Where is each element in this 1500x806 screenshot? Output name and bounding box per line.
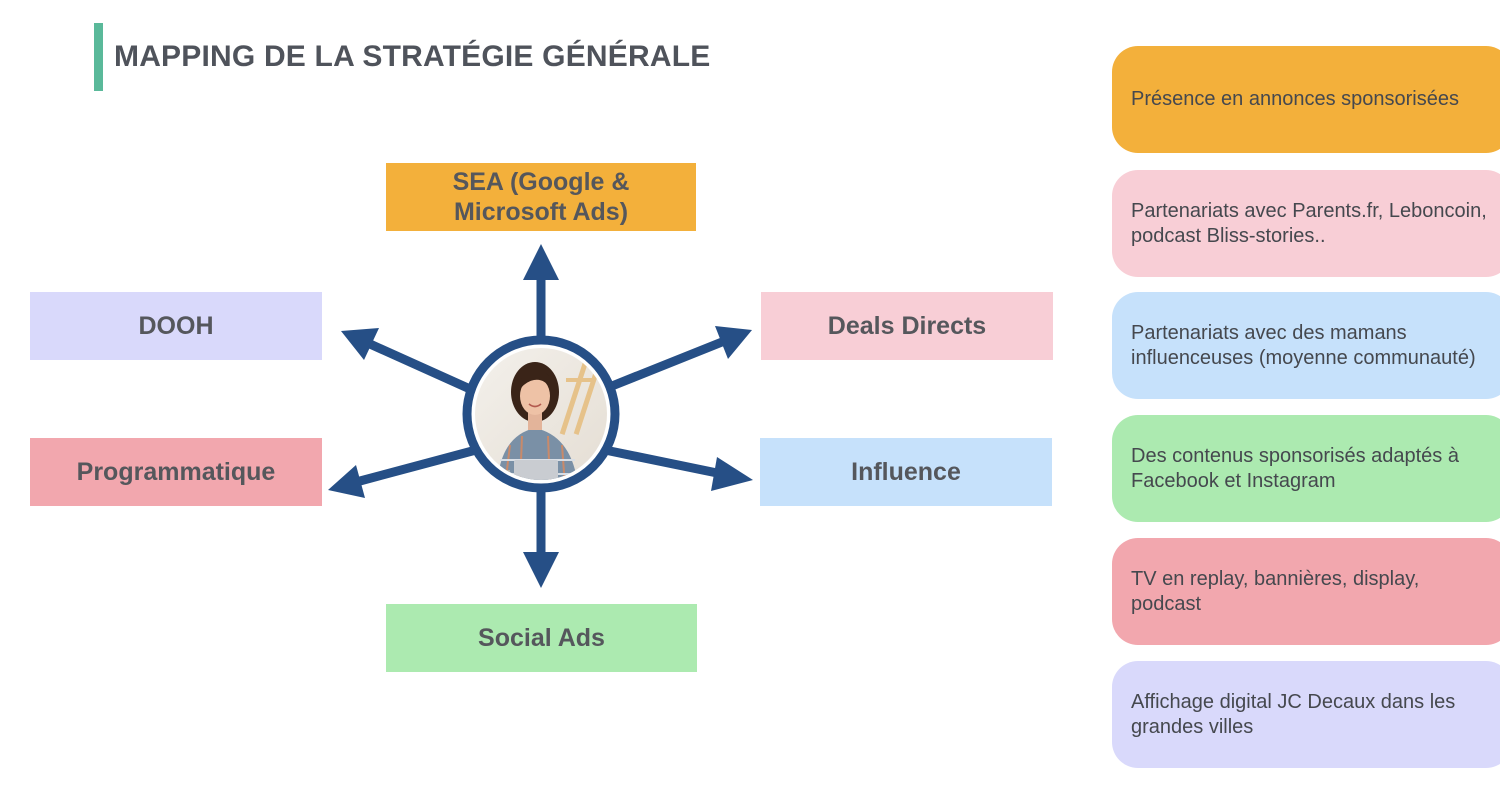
node-programmatique-label: Programmatique: [76, 458, 276, 486]
arrow-upper-left: [341, 328, 472, 394]
card-text: TV en replay, bannières, display, podcas…: [1131, 567, 1420, 615]
arrows: [328, 244, 753, 588]
card-text: Des contenus sponsorisés adaptés à Faceb…: [1131, 444, 1459, 492]
page-title: MAPPING DE LA STRATÉGIE GÉNÉRALE: [114, 40, 711, 73]
card-text: Partenariats avec des mamans influenceus…: [1131, 321, 1476, 369]
card-social-description: Des contenus sponsorisés adaptés à Faceb…: [1112, 415, 1500, 522]
card-text: Présence en annonces sponsorisées: [1131, 88, 1459, 110]
card-programmatic-description: TV en replay, bannières, display, podcas…: [1112, 538, 1500, 645]
arrow-lower-left: [328, 445, 478, 498]
card-dooh-description: Affichage digital JC Decaux dans les gra…: [1112, 661, 1500, 768]
node-dooh: DOOH: [30, 292, 322, 360]
node-influence: Influence: [760, 438, 1052, 506]
arrow-lower-right: [604, 445, 753, 491]
avatar: [462, 335, 620, 493]
card-text: Affichage digital JC Decaux dans les gra…: [1131, 690, 1456, 738]
arrow-up: [523, 244, 559, 338]
arrow-upper-right: [610, 326, 752, 391]
node-social-ads: Social Ads: [386, 604, 697, 672]
node-dooh-label: DOOH: [138, 312, 214, 340]
node-social-ads-label: Social Ads: [478, 624, 605, 652]
node-programmatique: Programmatique: [30, 438, 322, 506]
title-accent-bar: [94, 23, 103, 91]
card-sea-description: Présence en annonces sponsorisées: [1112, 46, 1500, 153]
node-deals-directs: Deals Directs: [761, 292, 1053, 360]
node-influence-label: Influence: [851, 458, 961, 486]
node-sea: SEA (Google & Microsoft Ads): [386, 163, 696, 231]
node-sea-label: SEA (Google & Microsoft Ads): [452, 168, 630, 226]
card-influence-description: Partenariats avec des mamans influenceus…: [1112, 292, 1500, 399]
arrow-down: [523, 490, 559, 588]
card-text: Partenariats avec Parents.fr, Leboncoin,…: [1131, 199, 1487, 247]
node-deals-directs-label: Deals Directs: [827, 312, 987, 340]
card-deals-description: Partenariats avec Parents.fr, Leboncoin,…: [1112, 170, 1500, 277]
